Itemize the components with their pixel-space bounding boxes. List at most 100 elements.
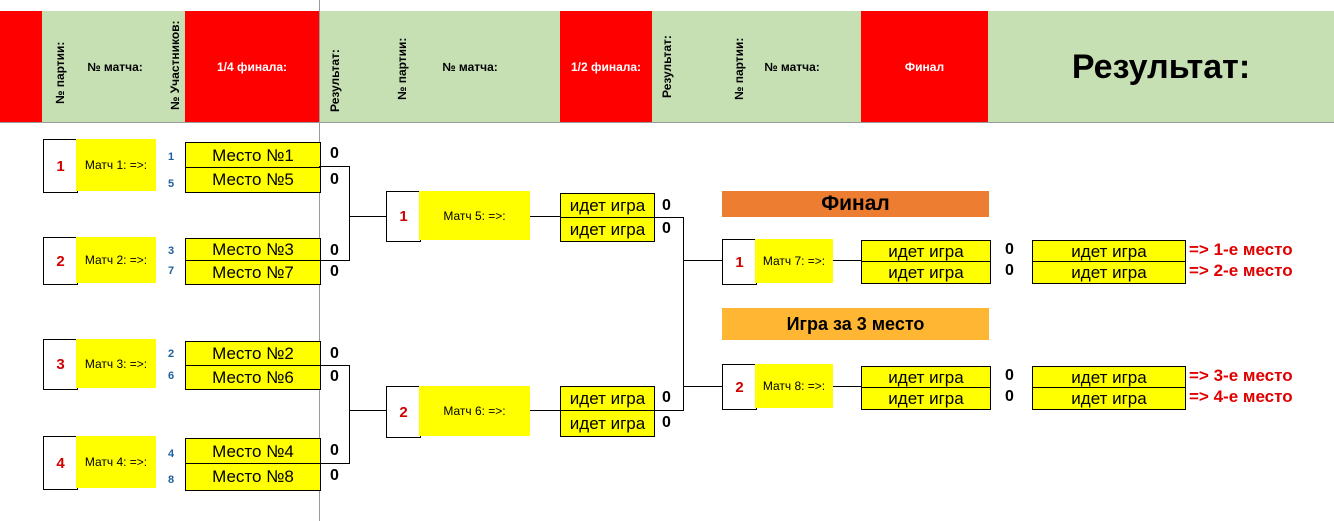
bracket-line xyxy=(833,260,861,261)
header-party-no-2: № партии: xyxy=(395,37,409,100)
bracket-line xyxy=(530,216,560,217)
match-label: Матч 2: =>: xyxy=(76,237,156,283)
participant-number: 7 xyxy=(167,265,175,277)
party-number: 2 xyxy=(386,386,421,438)
party-number: 2 xyxy=(43,237,78,285)
score[interactable]: 0 xyxy=(1005,388,1014,405)
participant-slot[interactable]: идет игра xyxy=(861,261,991,284)
place-label: => 3-е место xyxy=(1189,366,1293,385)
result-slot[interactable]: идет игра xyxy=(1032,387,1186,410)
bracket-line xyxy=(833,386,861,387)
bracket-line xyxy=(653,410,683,411)
header-red-strip xyxy=(0,11,42,122)
participant-slot[interactable]: идет игра xyxy=(560,193,655,219)
bracket-line xyxy=(653,217,683,218)
header-cell-mid xyxy=(319,11,560,122)
party-number: 4 xyxy=(43,436,78,490)
score[interactable]: 0 xyxy=(1005,262,1014,279)
score[interactable]: 0 xyxy=(330,145,339,162)
place-label: => 1-е место xyxy=(1189,240,1293,259)
participant-slot[interactable]: Место №4 xyxy=(185,438,321,465)
bracket-line xyxy=(349,365,350,464)
header-party-no: № партии: xyxy=(53,41,67,104)
participant-slot[interactable]: Место №3 xyxy=(185,238,321,262)
place-label: => 4-е место xyxy=(1189,387,1293,406)
bracket-line xyxy=(683,386,722,387)
match-label: Матч 7: =>: xyxy=(755,239,833,283)
score[interactable]: 0 xyxy=(330,368,339,385)
header-quarterfinal-cell xyxy=(185,11,319,122)
header-result-cell xyxy=(988,11,1334,122)
participant-slot[interactable]: идет игра xyxy=(560,386,655,412)
participant-slot[interactable]: идет игра xyxy=(861,387,991,410)
score[interactable]: 0 xyxy=(1005,241,1014,258)
final-banner: Финал xyxy=(722,191,989,217)
participant-slot[interactable]: идет игра xyxy=(560,410,655,437)
header-party-no-3: № партии: xyxy=(732,37,746,100)
score[interactable]: 0 xyxy=(330,467,339,484)
participant-number: 6 xyxy=(167,370,175,382)
bracket-line xyxy=(683,217,684,411)
match-label: Матч 6: =>: xyxy=(419,386,530,436)
participant-slot[interactable]: Место №5 xyxy=(185,167,321,193)
result-slot[interactable]: идет игра xyxy=(1032,366,1186,389)
bracket-line xyxy=(319,260,349,261)
participant-slot[interactable]: Место №8 xyxy=(185,463,321,491)
score[interactable]: 0 xyxy=(1005,367,1014,384)
score[interactable]: 0 xyxy=(330,242,339,259)
party-number: 3 xyxy=(43,339,78,390)
header-cell-right xyxy=(652,11,861,122)
score[interactable]: 0 xyxy=(330,442,339,459)
header-match-no-2: № матча: xyxy=(442,60,498,74)
participant-slot[interactable]: Место №6 xyxy=(185,365,321,390)
participant-slot[interactable]: Место №2 xyxy=(185,341,321,367)
participant-number: 1 xyxy=(167,151,175,163)
score[interactable]: 0 xyxy=(330,345,339,362)
header-semifinal-cell xyxy=(560,11,652,122)
match-label: Матч 8: =>: xyxy=(755,364,833,408)
participant-number: 4 xyxy=(167,448,175,460)
participant-slot[interactable]: идет игра xyxy=(861,240,991,263)
bracket-line xyxy=(349,216,386,217)
third-place-banner: Игра за 3 место xyxy=(722,308,989,340)
score[interactable]: 0 xyxy=(662,197,671,214)
score[interactable]: 0 xyxy=(662,414,671,431)
bracket-line xyxy=(319,166,349,167)
score[interactable]: 0 xyxy=(330,263,339,280)
participant-slot[interactable]: идет игра xyxy=(861,366,991,389)
header-semifinal: 1/2 финала: xyxy=(570,60,642,74)
bracket-line xyxy=(349,166,350,261)
match-label: Матч 1: =>: xyxy=(76,139,156,191)
match-label: Матч 5: =>: xyxy=(419,191,530,240)
participant-number: 3 xyxy=(167,245,175,257)
party-number: 1 xyxy=(43,139,78,193)
header-result-short-2: Результат: xyxy=(660,35,674,98)
result-slot[interactable]: идет игра xyxy=(1032,240,1186,263)
header-cell-left xyxy=(42,11,185,122)
participant-number: 8 xyxy=(167,474,175,486)
participant-number: 2 xyxy=(167,348,175,360)
bracket-line xyxy=(349,410,386,411)
score[interactable]: 0 xyxy=(662,389,671,406)
participant-slot[interactable]: Место №1 xyxy=(185,142,321,169)
score[interactable]: 0 xyxy=(330,171,339,188)
header-participants-no: № Участников: xyxy=(168,20,182,110)
header-result-short: Результат: xyxy=(328,49,342,112)
bracket-line xyxy=(319,463,349,464)
header-final: Финал xyxy=(904,60,945,74)
party-number: 1 xyxy=(722,239,757,285)
place-label: => 2-е место xyxy=(1189,261,1293,280)
header-result-title: Результат: xyxy=(1071,48,1251,86)
header-final-cell xyxy=(861,11,988,122)
header-bottom-border xyxy=(0,122,1334,123)
participant-slot[interactable]: идет игра xyxy=(560,217,655,242)
party-number: 2 xyxy=(722,364,757,410)
header-match-no: № матча: xyxy=(87,60,143,74)
result-slot[interactable]: идет игра xyxy=(1032,261,1186,284)
bracket-line xyxy=(683,260,722,261)
participant-number: 5 xyxy=(167,178,175,190)
participant-slot[interactable]: Место №7 xyxy=(185,260,321,285)
header-match-no-3: № матча: xyxy=(764,60,820,74)
score[interactable]: 0 xyxy=(662,220,671,237)
bracket-line xyxy=(319,365,349,366)
